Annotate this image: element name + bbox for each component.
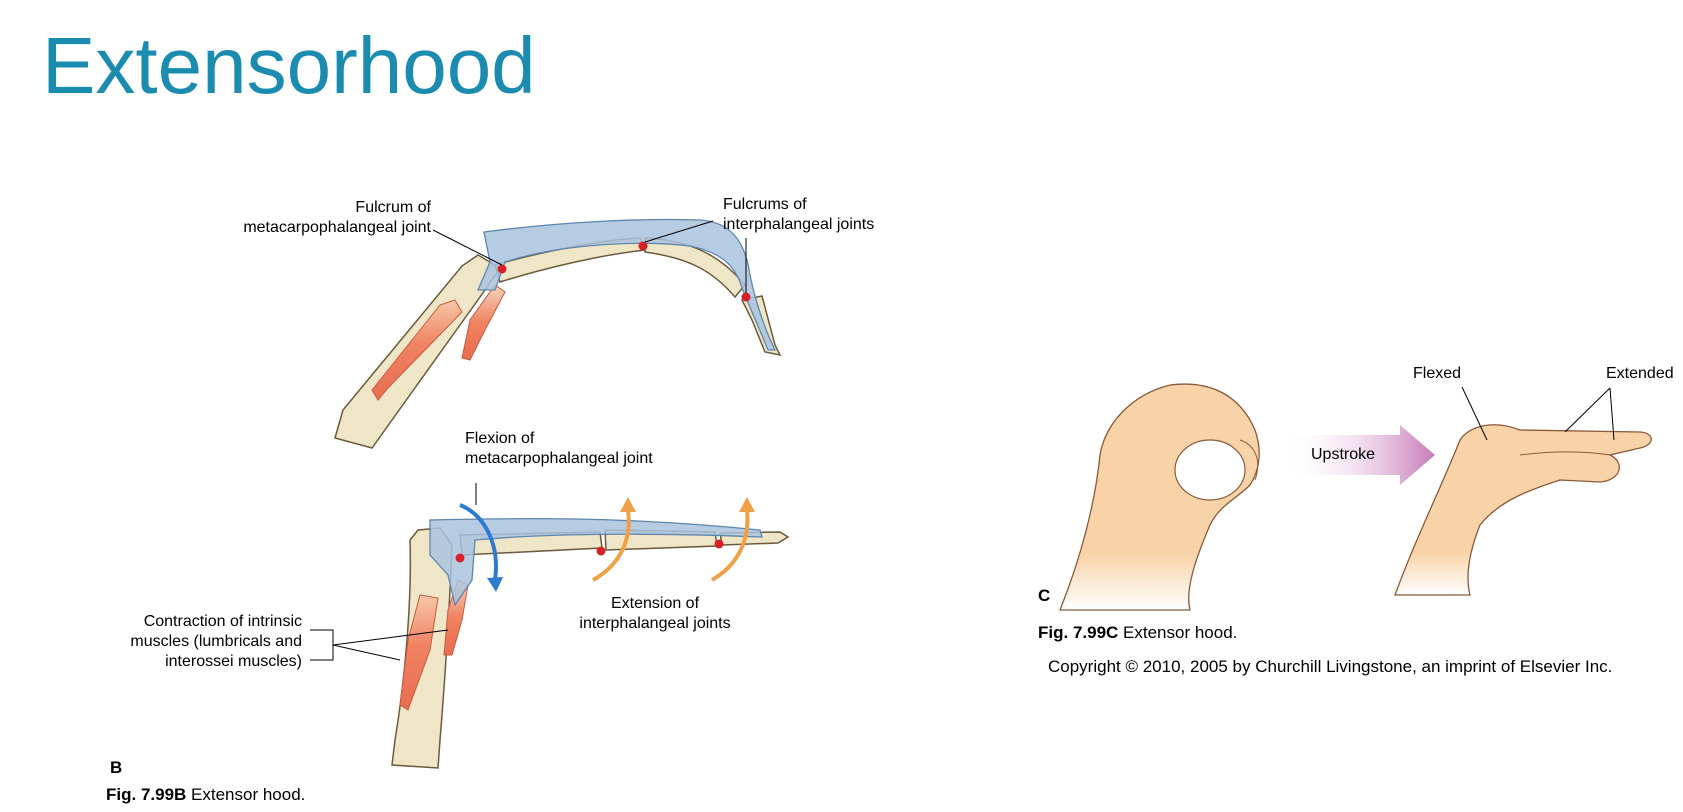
caption-fig-c-number: Fig. 7.99C <box>1038 623 1119 642</box>
label-contraction-line1: Contraction of intrinsic <box>143 613 302 630</box>
panel-letter-c: C <box>1038 586 1051 605</box>
label-fulcrums-ip-line1: Fulcrums of <box>723 196 807 213</box>
panel-letter-b: B <box>110 758 123 777</box>
label-extension-line1: Extension of <box>610 595 700 612</box>
caption-fig-b: Fig. 7.99B Extensor hood. <box>106 785 305 805</box>
label-contraction-intrinsic: Contraction of intrinsic muscles (lumbri… <box>80 612 302 672</box>
finger-flexed-diagram <box>310 483 790 769</box>
label-fulcrums-ip-line2: interphalangeal joints <box>723 216 875 233</box>
upstroke-arrow <box>1283 425 1435 485</box>
caption-fig-c-text: Extensor hood. <box>1118 623 1238 642</box>
hand-flexed-pinch <box>1059 383 1260 611</box>
label-flexion-line1: Flexion of <box>465 430 535 447</box>
caption-fig-b-number: Fig. 7.99B <box>106 785 187 804</box>
extension-arrow-pip <box>592 509 631 582</box>
label-fulcrum-mcp-line1: Fulcrum of <box>355 199 431 216</box>
page-title: Extensorhood <box>42 21 536 110</box>
interossei-muscle-b <box>399 594 439 711</box>
extensor-hood-b <box>429 517 763 607</box>
hand-extended-pinch <box>1394 386 1652 596</box>
label-extension-line2: interphalangeal joints <box>579 615 731 632</box>
caption-fig-b-text: Extensor hood. <box>186 785 306 804</box>
label-extension-ip: Extension of interphalangeal joints <box>560 594 750 634</box>
label-flexed: Flexed <box>1413 365 1462 382</box>
pip-fulcrum-dot <box>638 241 648 251</box>
label-upstroke: Upstroke <box>1311 446 1376 463</box>
caption-fig-c: Fig. 7.99C Extensor hood. <box>1038 623 1237 643</box>
label-fulcrum-mcp: Fulcrum of metacarpophalangeal joint <box>200 198 431 238</box>
dip-dot-b <box>714 539 724 549</box>
label-contraction-line3: interossei muscles) <box>165 653 302 670</box>
flexion-arrow <box>459 503 498 581</box>
finger-extended-diagram <box>334 218 782 449</box>
label-contraction-line2: muscles (lumbricals and <box>130 633 302 650</box>
label-extended: Extended <box>1606 365 1674 382</box>
extension-arrow-dip <box>710 509 750 582</box>
label-flexion-mcp: Flexion of metacarpophalangeal joint <box>465 429 653 469</box>
label-fulcrum-mcp-line2: metacarpophalangeal joint <box>243 219 431 236</box>
copyright-notice: Copyright © 2010, 2005 by Churchill Livi… <box>1048 657 1613 676</box>
pip-dot-b <box>596 546 606 556</box>
dip-fulcrum-dot <box>741 292 751 302</box>
mcp-fulcrum-dot <box>497 264 507 274</box>
interossei-muscle <box>371 299 463 401</box>
mcp-dot-b <box>455 553 465 563</box>
label-flexion-line2: metacarpophalangeal joint <box>465 450 653 467</box>
label-fulcrums-ip: Fulcrums of interphalangeal joints <box>723 195 874 235</box>
extensor-hood <box>477 218 777 351</box>
